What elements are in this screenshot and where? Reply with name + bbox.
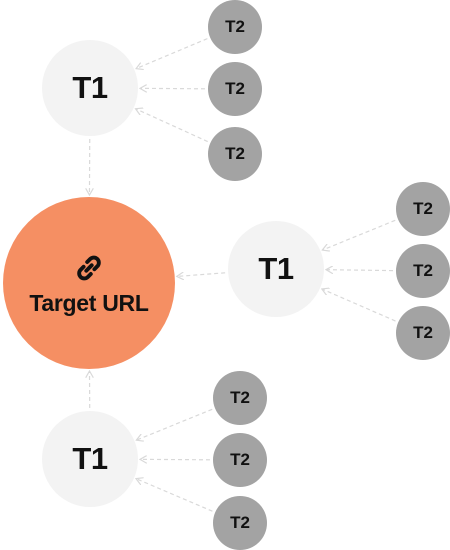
t1-node-middle: T1 xyxy=(228,221,324,317)
t2-node: T2 xyxy=(208,127,262,181)
t2-node: T2 xyxy=(213,371,267,425)
t2-label: T2 xyxy=(225,17,245,36)
t2-node: T2 xyxy=(396,244,450,298)
t2-label: T2 xyxy=(413,199,433,218)
t2-label: T2 xyxy=(230,513,250,532)
target-url-label: Target URL xyxy=(29,289,149,316)
t2-node: T2 xyxy=(208,0,262,54)
t1-label: T1 xyxy=(72,441,108,476)
t2-label: T2 xyxy=(230,388,250,407)
t2-label: T2 xyxy=(225,144,245,163)
t2-node: T2 xyxy=(213,496,267,550)
t1-label: T1 xyxy=(72,70,108,105)
t2-node: T2 xyxy=(213,433,267,487)
target-url-node: Target URL xyxy=(3,197,175,369)
t2-node: T2 xyxy=(208,62,262,116)
t1-node-top: T1 xyxy=(42,40,138,136)
t1-label: T1 xyxy=(258,251,294,286)
connector-arrow xyxy=(178,273,226,277)
t1-node-bottom: T1 xyxy=(42,411,138,507)
connector-arrow xyxy=(323,289,396,322)
link-icon xyxy=(77,255,101,280)
connector-arrow xyxy=(137,38,208,69)
t2-label: T2 xyxy=(230,450,250,469)
connector-arrow xyxy=(137,408,213,439)
connector-arrow xyxy=(323,219,396,249)
t2-label: T2 xyxy=(225,79,245,98)
connector-arrow xyxy=(327,270,394,271)
connector-arrow xyxy=(137,479,213,512)
t2-label: T2 xyxy=(413,261,433,280)
t2-label: T2 xyxy=(413,323,433,342)
connector-arrow xyxy=(136,109,208,143)
t2-node: T2 xyxy=(396,182,450,236)
t2-node: T2 xyxy=(396,306,450,360)
